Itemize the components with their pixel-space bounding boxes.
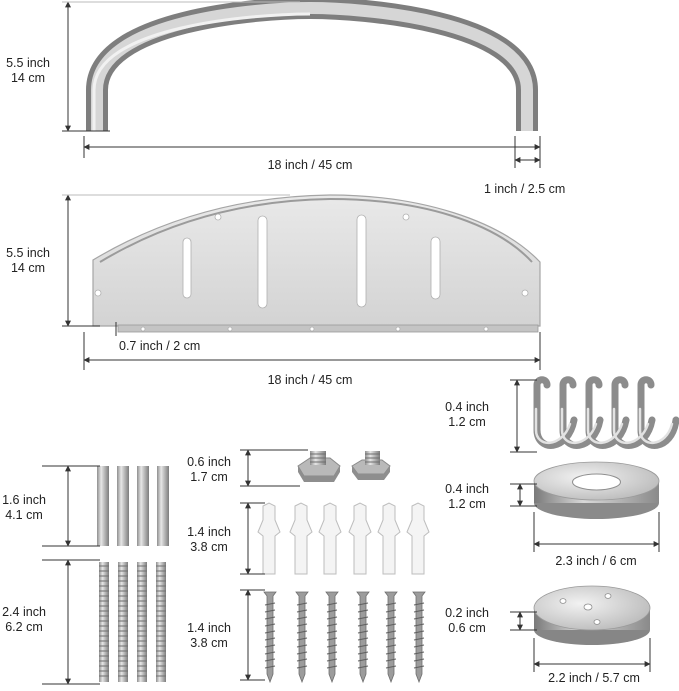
anchor-size-cm: 3.8 cm xyxy=(190,540,228,554)
screw-size-label: 1.4 inch 3.8 cm xyxy=(178,621,240,651)
rod-size-inch: 1.6 inch xyxy=(2,493,46,507)
bolt-size-inch: 2.4 inch xyxy=(2,605,46,619)
nut-size-label: 0.6 inch 1.7 cm xyxy=(178,455,240,485)
handle-height-cm: 14 cm xyxy=(10,71,46,85)
cover-ring-height-inch: 0.4 inch xyxy=(445,482,489,496)
hook-size-inch: 0.4 inch xyxy=(445,400,489,414)
wood-screw-icon xyxy=(263,591,426,684)
nut-size-inch: 0.6 inch xyxy=(187,455,231,469)
basket-lip-label: 0.7 inch / 2 cm xyxy=(119,339,201,353)
base-plate-height-label: 0.2 inch 0.6 cm xyxy=(436,606,498,636)
basket-height-label: 5.5 inch 14 cm xyxy=(0,246,56,276)
base-plate-width-label: 2.2 inch / 5.7 cm xyxy=(548,671,640,685)
screw-dimension-lines xyxy=(240,589,265,681)
s-hook-icon xyxy=(533,376,679,449)
handle-height-inch: 5.5 inch xyxy=(6,56,50,70)
rod-size-label: 1.6 inch 4.1 cm xyxy=(0,493,48,523)
hook-size-cm: 1.2 cm xyxy=(448,415,486,429)
anchor-dimension-lines xyxy=(240,502,265,575)
threaded-bolt-icon xyxy=(99,562,166,682)
basket-height-cm: 14 cm xyxy=(10,261,46,275)
wall-anchor-icon xyxy=(257,502,430,575)
screw-size-cm: 3.8 cm xyxy=(190,636,228,650)
cover-ring-height-label: 0.4 inch 1.2 cm xyxy=(436,482,498,512)
handle-dimension-lines xyxy=(62,1,541,168)
handle-post-label: 1 inch / 2.5 cm xyxy=(484,182,566,196)
base-plate-height-cm: 0.6 cm xyxy=(448,621,486,635)
base-plate-height-inch: 0.2 inch xyxy=(445,606,489,620)
bolt-dimension-lines xyxy=(42,559,100,685)
steel-rod-icon xyxy=(97,466,169,546)
anchor-size-label: 1.4 inch 3.8 cm xyxy=(178,525,240,555)
base-plate-icon xyxy=(533,585,651,645)
basket-dimension-lines xyxy=(62,194,541,370)
handle-width-label: 18 inch / 45 cm xyxy=(267,158,353,172)
nut-dimension-lines xyxy=(240,449,308,487)
hook-dimension-lines xyxy=(510,379,537,453)
basket-width-label: 18 inch / 45 cm xyxy=(267,373,353,387)
rod-dimension-lines xyxy=(42,465,100,547)
screw-size-inch: 1.4 inch xyxy=(187,621,231,635)
anchor-size-inch: 1.4 inch xyxy=(187,525,231,539)
cover-ring-width-label: 2.3 inch / 6 cm xyxy=(555,554,637,568)
nut-size-cm: 1.7 cm xyxy=(190,470,228,484)
cover-ring-dimension-lines xyxy=(510,483,660,552)
bolt-size-cm: 6.2 cm xyxy=(5,620,43,634)
base-plate-dimension-lines xyxy=(510,611,651,672)
cover-ring-height-cm: 1.2 cm xyxy=(448,497,486,511)
rod-size-cm: 4.1 cm xyxy=(5,508,43,522)
basket-height-inch: 5.5 inch xyxy=(6,246,50,260)
basket-icon xyxy=(92,194,541,333)
handle-height-label: 5.5 inch 14 cm xyxy=(0,56,56,86)
cover-ring-icon xyxy=(533,461,660,519)
hex-nut-icon xyxy=(297,451,391,482)
u-handle-icon xyxy=(86,0,538,131)
bolt-size-label: 2.4 inch 6.2 cm xyxy=(0,605,48,635)
hook-size-label: 0.4 inch 1.2 cm xyxy=(436,400,498,430)
